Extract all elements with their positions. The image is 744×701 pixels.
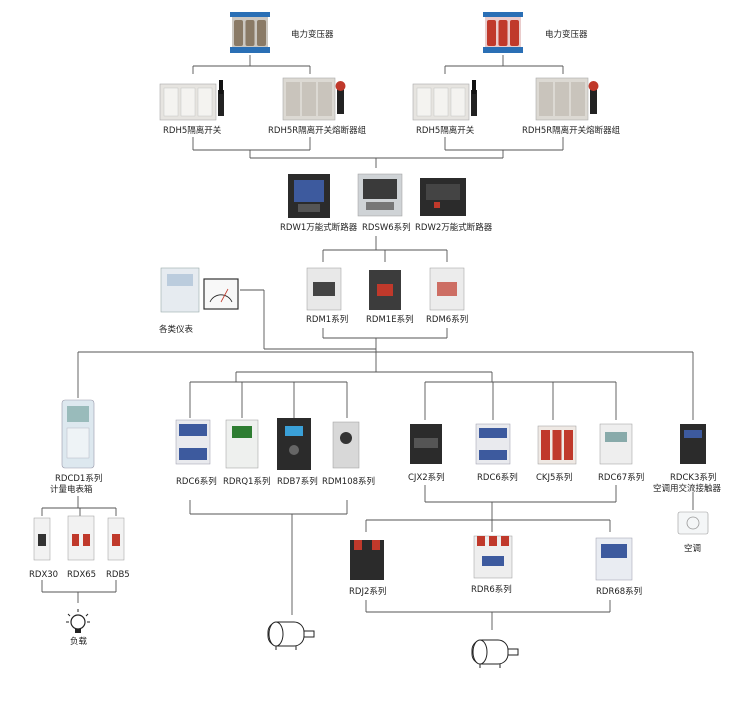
relay-rdr68 <box>595 537 633 581</box>
transformer-1 <box>230 12 270 53</box>
mccb-rdm1e <box>369 270 401 310</box>
meter-box-label-1: RDCD1系列 <box>55 473 102 484</box>
contactor-rdc6-left <box>175 419 211 465</box>
meter-devices <box>160 267 239 313</box>
mccb-2-label: RDM1E系列 <box>366 314 414 325</box>
motor-protector-rdm108 <box>332 421 360 469</box>
mcb-2-label: RDX65 <box>67 570 96 580</box>
transformer-coil <box>487 20 496 46</box>
mccb-1-label: RDM1系列 <box>306 314 348 325</box>
contactor-rdc67 <box>599 423 633 465</box>
contactor-rdc6-right <box>475 423 511 465</box>
transformer-2 <box>483 12 523 53</box>
breaker-rdsw6 <box>357 173 403 217</box>
switch-4-label: RDH5R隔离开关熔断器组 <box>522 125 621 136</box>
isolating-switch-1 <box>159 80 224 121</box>
transformer-coil <box>498 20 508 46</box>
relay-1-label: RDJ2系列 <box>349 586 386 597</box>
contactor-ckj5 <box>537 425 577 465</box>
left-group-4-label: RDM108系列 <box>322 476 375 487</box>
bulb-icon <box>66 609 90 633</box>
ac-contactor-label-1: RDCK3系列 <box>670 472 716 483</box>
breaker-rdw2 <box>420 178 466 216</box>
ac-contactor-rdck3 <box>680 424 706 464</box>
motor-icon <box>267 621 315 650</box>
left-group-2-label: RDRQ1系列 <box>223 476 270 487</box>
relay-rdj2 <box>350 540 384 580</box>
breaker-2-label: RDSW6系列 <box>362 222 411 233</box>
aircon-icon <box>677 511 709 535</box>
mccb-rdm1 <box>306 267 342 311</box>
mcb-3-label: RDB5 <box>106 570 130 580</box>
meter-box <box>61 399 95 469</box>
meter-box-label-2: 计量电表箱 <box>50 484 93 495</box>
transformer-1-label: 电力变压器 <box>291 29 334 40</box>
switch-2-label: RDH5R隔离开关熔断器组 <box>268 125 367 136</box>
connection-lines <box>41 55 694 630</box>
left-group-3-label: RDB7系列 <box>277 476 318 487</box>
right-group-4-label: RDC67系列 <box>598 472 644 483</box>
breaker-1-label: RDW1万能式断路器 <box>280 222 358 233</box>
switch-3-label: RDH5隔离开关 <box>416 125 475 136</box>
relay-2-label: RDR6系列 <box>471 584 512 595</box>
ac-contactor-label-2: 空调用交流接触器 <box>653 483 722 494</box>
transformer-coil <box>245 20 255 46</box>
relay-rdr6 <box>473 535 513 579</box>
motor-icon <box>471 639 519 668</box>
aircon-label: 空调 <box>684 543 701 554</box>
right-group-1-label: CJX2系列 <box>408 472 445 483</box>
mcb-rdx30 <box>33 517 51 561</box>
mccb-rdm6 <box>429 267 465 311</box>
inverter-rdb7 <box>277 418 311 470</box>
transformer-2-label: 电力变压器 <box>545 29 588 40</box>
relay-3-label: RDR68系列 <box>596 586 642 597</box>
mcb-1-label: RDX30 <box>29 570 58 580</box>
load-label: 负载 <box>70 636 88 647</box>
right-group-3-label: CKJ5系列 <box>536 472 572 483</box>
switch-1-label: RDH5隔离开关 <box>163 125 222 136</box>
breaker-rdw1 <box>288 174 330 218</box>
mcb-rdb5 <box>107 517 125 561</box>
breaker-3-label: RDW2万能式断路器 <box>415 222 493 233</box>
transformer-coil <box>257 20 266 46</box>
transformer-coil <box>234 20 243 46</box>
left-group-1-label: RDC6系列 <box>176 476 217 487</box>
fuse-switch-2 <box>535 77 599 121</box>
contactor-cjx2 <box>410 424 442 464</box>
fuse-switch-1 <box>282 77 346 121</box>
soft-starter-rdrq1 <box>225 419 259 469</box>
meters-label: 各类仪表 <box>159 324 194 335</box>
right-group-2-label: RDC6系列 <box>477 472 518 483</box>
transformer-coil <box>510 20 519 46</box>
isolating-switch-2 <box>412 80 477 121</box>
mccb-3-label: RDM6系列 <box>426 314 468 325</box>
mcb-rdx65 <box>67 515 95 561</box>
